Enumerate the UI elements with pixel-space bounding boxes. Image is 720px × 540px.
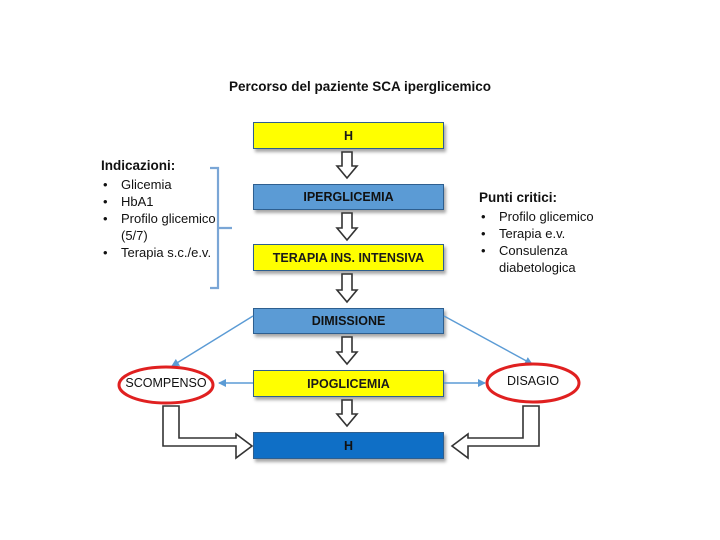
- down-arrow-icon: [335, 273, 359, 304]
- disagio-label: DISAGIO: [506, 374, 560, 388]
- arrow-to-scompenso: [171, 315, 254, 367]
- indicazioni-item: Profilo glicemico (5/7): [101, 210, 221, 244]
- scompenso-label: SCOMPENSO: [125, 376, 207, 390]
- flow-box-h-end: H: [253, 432, 444, 459]
- indicazioni-header: Indicazioni:: [101, 158, 176, 173]
- down-arrow-icon: [335, 212, 359, 242]
- down-arrow-icon: [335, 151, 359, 180]
- flow-box-dimissione: DIMISSIONE: [253, 308, 444, 334]
- indicazioni-item: Glicemia: [101, 176, 221, 193]
- punti-critici-item: Profilo glicemico: [479, 208, 609, 225]
- punti-critici-list: Punti critici: Profilo glicemico Terapia…: [479, 189, 609, 276]
- connector-arrows: [171, 315, 533, 387]
- punti-critici-item: Consulenza diabetologica: [479, 242, 609, 276]
- scompenso-oval: [117, 365, 215, 405]
- punti-critici-item: Terapia e.v.: [479, 225, 609, 242]
- indicazioni-item: Terapia s.c./e.v.: [101, 244, 221, 261]
- disagio-oval: [485, 362, 581, 404]
- down-arrow-icon: [335, 336, 359, 366]
- indicazioni-list: Indicazioni: Glicemia HbA1 Profilo glice…: [101, 157, 221, 261]
- flow-box-h-start: H: [253, 122, 444, 149]
- flow-box-iperglicemia: IPERGLICEMIA: [253, 184, 444, 210]
- arrow-to-disagio: [443, 315, 533, 365]
- bracket-icon: [210, 166, 232, 290]
- flow-box-terapia: TERAPIA INS. INTENSIVA: [253, 244, 444, 271]
- punti-critici-header: Punti critici:: [479, 190, 558, 205]
- indicazioni-item: HbA1: [101, 193, 221, 210]
- down-arrows: [335, 151, 359, 428]
- diagram-title: Percorso del paziente SCA iperglicemico: [228, 79, 492, 94]
- bent-arrow-right-icon: [450, 405, 540, 460]
- flow-box-ipoglicemia: IPOGLICEMIA: [253, 370, 444, 397]
- bent-arrow-left-icon: [162, 405, 254, 460]
- down-arrow-icon: [335, 399, 359, 428]
